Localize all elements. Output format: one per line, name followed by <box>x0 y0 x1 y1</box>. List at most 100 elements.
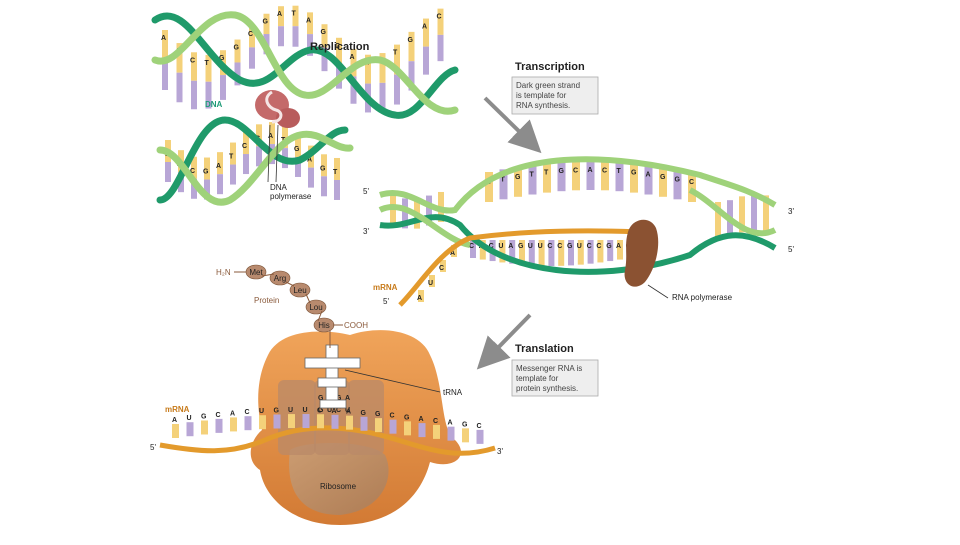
trna-anticodon-base: A <box>345 395 350 402</box>
replication-rung <box>217 174 223 195</box>
dna-polymerase-label-line2: polymerase <box>270 192 312 201</box>
translation-codon-rung <box>404 421 411 436</box>
transcription-template-rung <box>597 240 604 263</box>
ribosome-e-site <box>278 380 316 455</box>
trna-anticodon-base: U <box>327 407 332 414</box>
replication-rung <box>307 34 313 56</box>
translation-mrna-base: C <box>317 407 322 414</box>
translation-mrna-base: A <box>346 409 351 416</box>
replication-rung <box>292 26 299 47</box>
trna-anticodon-base: U <box>345 407 350 414</box>
replication-rung <box>191 178 197 199</box>
replication-base: T <box>292 11 297 18</box>
transcription-caption-line1: Dark green strand <box>516 81 580 90</box>
transcription-mrna-strand <box>398 228 646 307</box>
translation-codon-rung <box>331 414 339 429</box>
replication-rung <box>234 62 241 86</box>
trna-anticodon-base: G <box>336 395 342 402</box>
mrna-tail-rung <box>418 290 424 302</box>
replication-base: T <box>393 50 398 57</box>
replication-rung <box>249 26 255 48</box>
amino-acid-bead <box>269 270 291 286</box>
replication-base: G <box>203 169 209 176</box>
replication-rung <box>334 179 340 200</box>
translation-mrna-base: A <box>230 410 235 417</box>
transcription-right-light-strand <box>688 187 777 237</box>
transcription-right-rung <box>763 195 769 232</box>
replication-rung <box>282 126 288 149</box>
translation-codon-rung <box>346 415 353 430</box>
arrow-transcription-to-translation <box>476 313 532 370</box>
transcription-base: G <box>675 176 681 183</box>
replication-rung <box>234 39 241 63</box>
replication-rung <box>321 47 328 72</box>
transcription-base: C <box>602 167 607 174</box>
transcription-base-pairs: CTGTTGCACTGAGGCCACUAGUUCCGUCCGACAUCA <box>390 160 769 302</box>
replication-base: G <box>408 37 414 44</box>
transcription-coding-rung <box>601 160 609 191</box>
replication-rung <box>437 34 444 62</box>
transcription-caption-line2: is template for <box>516 91 567 100</box>
replication-rung <box>423 46 429 75</box>
translation-mrna-base: C <box>477 423 482 430</box>
transcription-template-rung <box>499 240 506 263</box>
rna-polymerase-label: RNA polymerase <box>672 293 733 302</box>
translation-mrna-base: U <box>303 407 308 414</box>
replication-base: C <box>248 31 253 38</box>
transcription-template-rung <box>519 240 525 265</box>
translation-caption-line3: protein synthesis. <box>516 384 578 393</box>
dna-polymerase-icon <box>255 90 300 128</box>
transcription-rna-base: U <box>498 243 503 250</box>
replication-base: G <box>219 55 225 62</box>
replication-rung <box>217 152 223 175</box>
mrna-tail-rung <box>429 275 435 287</box>
amino-acid-bead <box>305 299 327 315</box>
translation-codon-rung <box>288 414 295 429</box>
rna-polymerase-icon <box>624 219 659 287</box>
replication-rung <box>165 162 171 182</box>
replication-rung <box>308 167 314 188</box>
transcription-template-strand <box>379 214 777 275</box>
replication-base: A <box>350 54 355 61</box>
dna-label: DNA <box>205 100 223 109</box>
translation-codon-rung <box>201 420 208 435</box>
dna-polymerase-label-line1: DNA <box>270 183 288 192</box>
replication-rung <box>162 60 168 90</box>
transcription-rna-base: A <box>508 243 513 250</box>
trna-anticodon-base: G <box>318 395 324 402</box>
translation-mrna-base: A <box>332 408 337 415</box>
replication-rung <box>394 44 400 75</box>
transcription-template-rung <box>607 240 614 262</box>
transcription-rna-base: G <box>606 243 612 250</box>
amino-acid-label: Met <box>249 268 263 277</box>
ribosome-small-subunit <box>289 443 389 515</box>
translation-codon-rung <box>447 426 455 441</box>
transcription-base: T <box>544 170 549 177</box>
replication-rung <box>230 142 236 165</box>
transcription-template-rung <box>587 240 594 264</box>
translation-mrna-base: A <box>419 416 424 423</box>
translation-mrna-base: C <box>433 418 438 425</box>
translation-mrna-base: G <box>201 413 207 420</box>
peptide-bond <box>261 273 275 277</box>
transcription-base: G <box>631 170 637 177</box>
translation-mrna-base: U <box>288 407 293 414</box>
transcription-template-rung <box>577 240 584 265</box>
replication-rung <box>243 154 249 175</box>
transcription-five-prime-top: 5' <box>363 187 369 196</box>
translation-codon-rung <box>462 428 469 443</box>
transcription-coding-rung <box>644 164 653 195</box>
transcription-template-rung <box>470 240 476 258</box>
replication-rung <box>162 30 168 60</box>
replication-title: Replication <box>310 41 370 53</box>
transcription-template-rung <box>509 240 516 264</box>
transcription-rna-base: U <box>538 243 543 250</box>
translation-title: Translation <box>515 343 574 355</box>
transcription-template-rung <box>479 240 486 260</box>
peptide-bond <box>305 293 311 304</box>
transcription-rna-base: C <box>557 243 562 250</box>
translation-mrna-base: A <box>172 417 177 424</box>
